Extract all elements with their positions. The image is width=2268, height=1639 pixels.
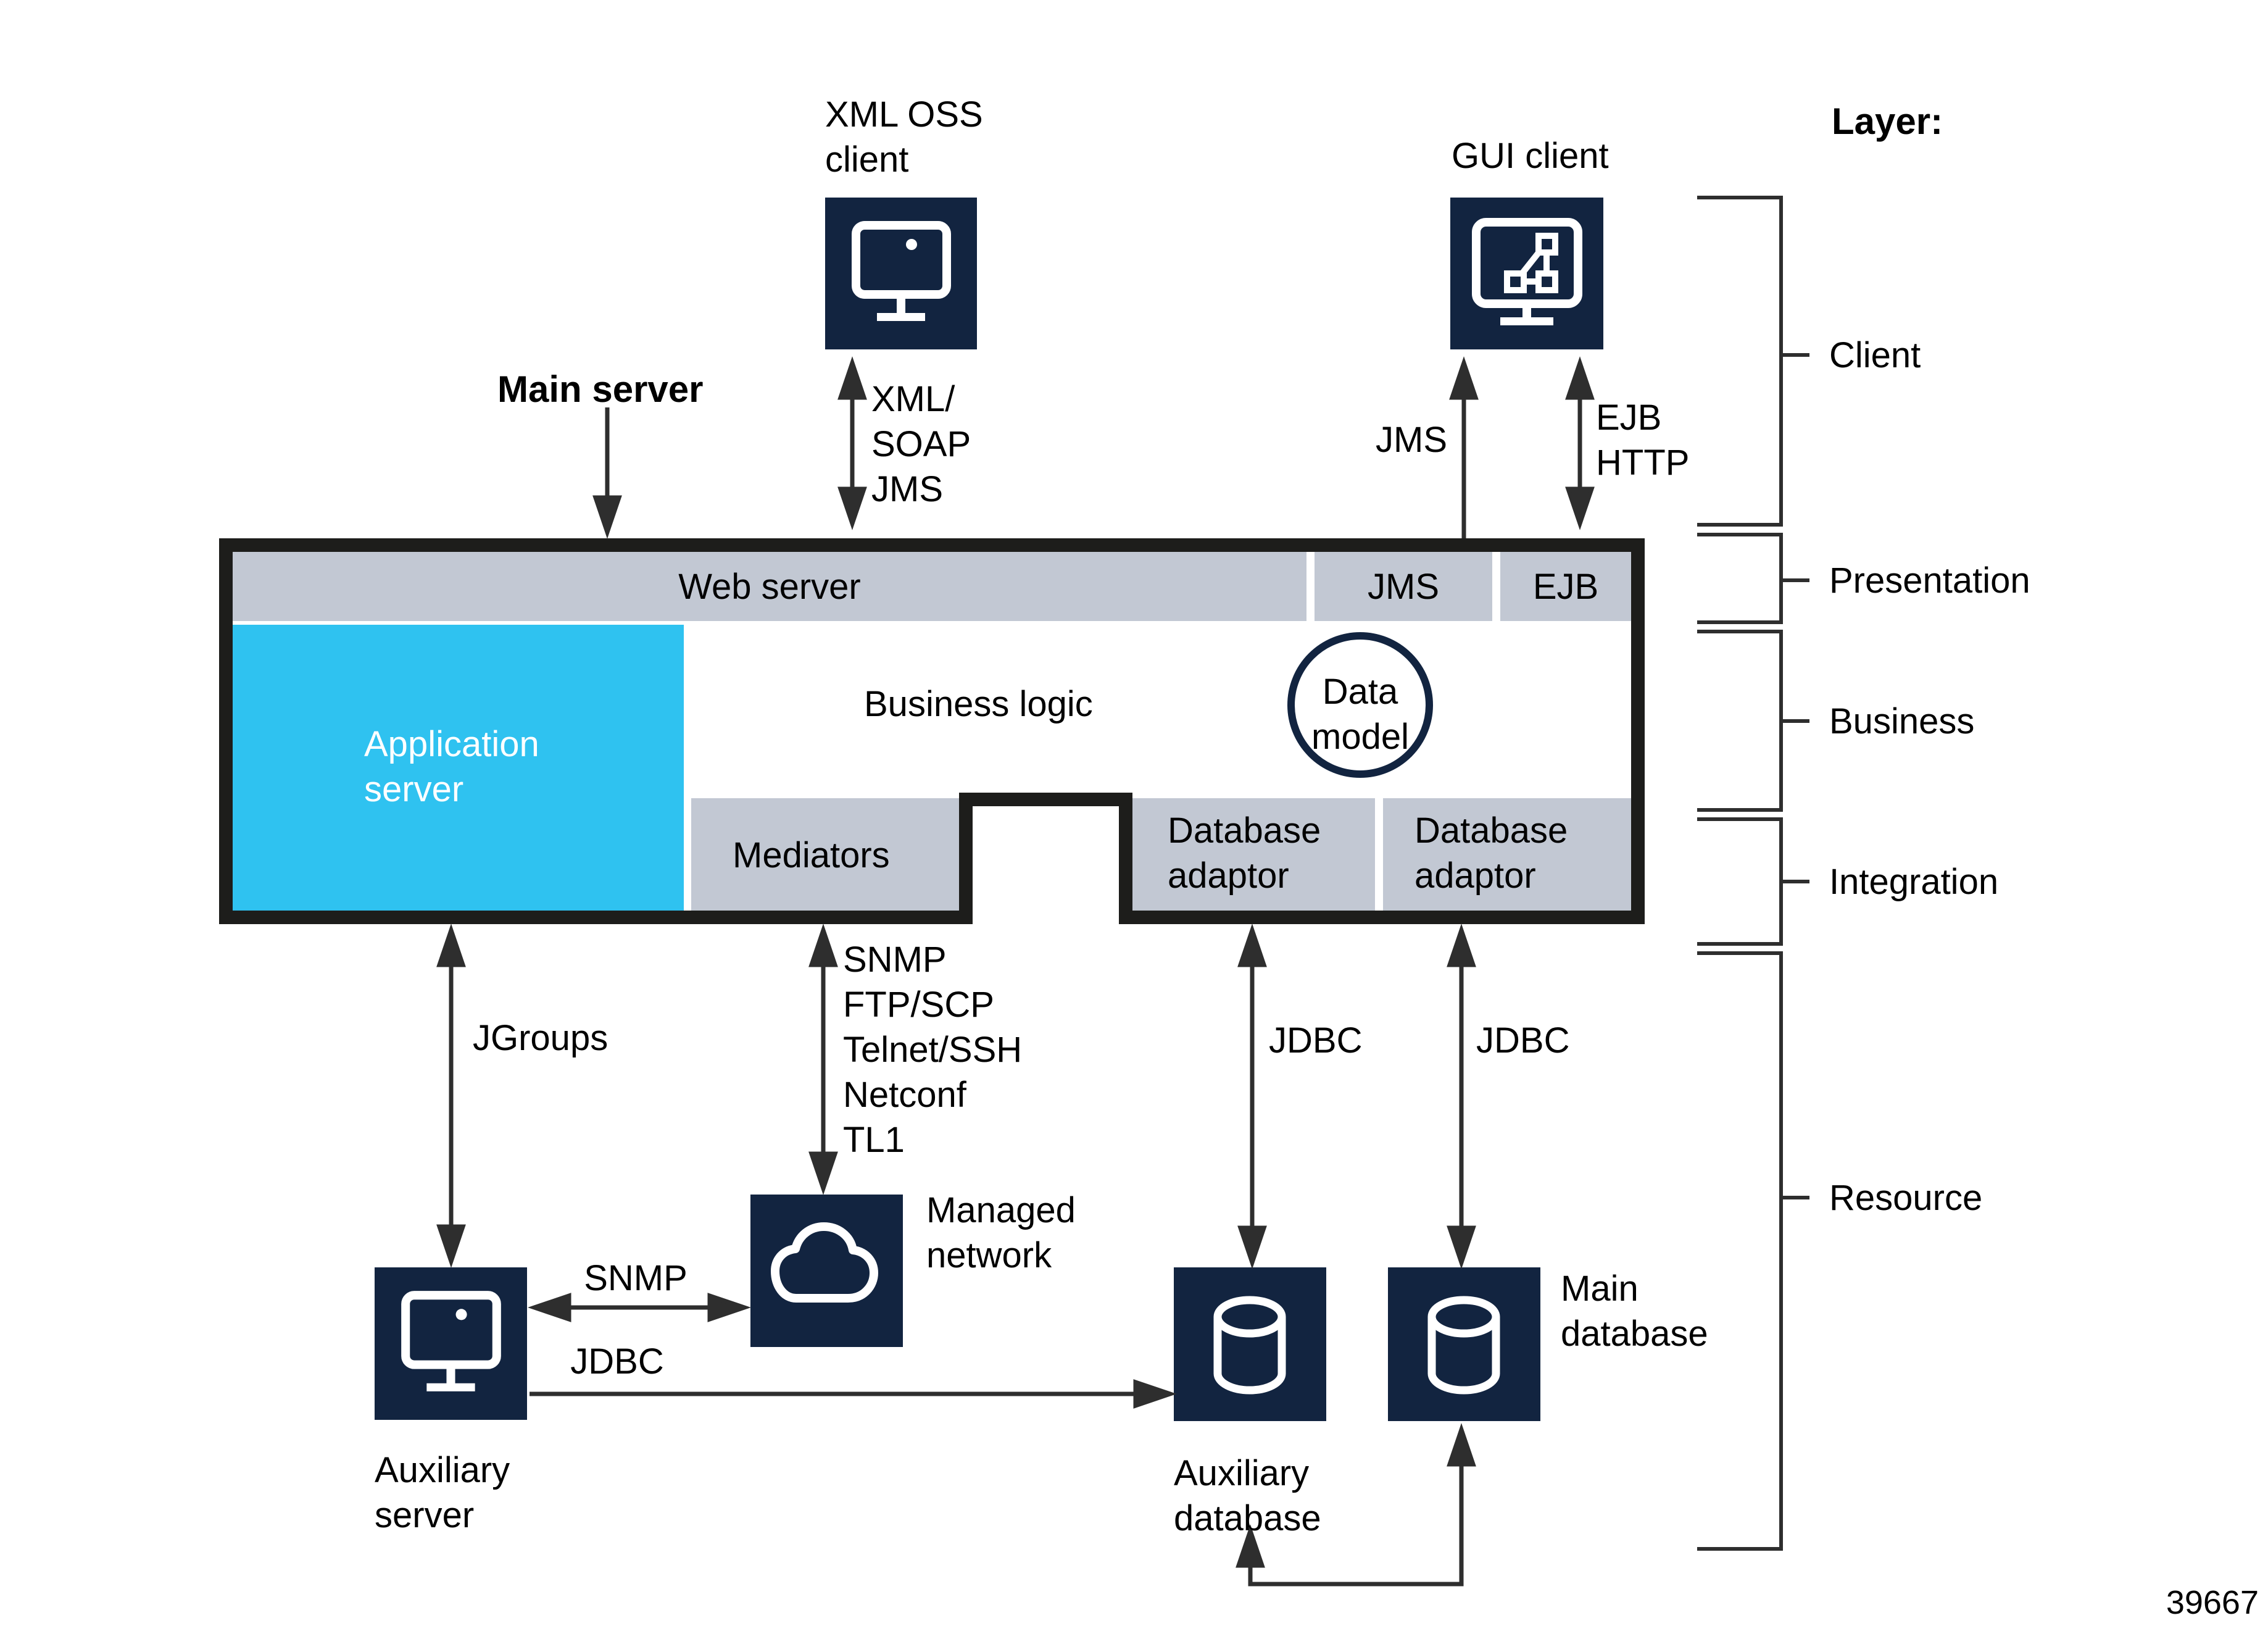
data-model-label: Data model	[1311, 672, 1409, 757]
database-icon	[1213, 1296, 1286, 1395]
main-server-label: Main server	[497, 369, 704, 410]
ejb-segment-box	[1500, 552, 1631, 621]
jms-label: JMS	[1376, 420, 1447, 460]
jdbc-horizontal-label: JDBC	[570, 1341, 664, 1382]
ejb-http-label: EJB HTTP	[1596, 398, 1690, 483]
integration-bracket	[1697, 817, 1809, 946]
gui-monitor-icon	[1472, 218, 1582, 325]
application-server-box	[233, 625, 684, 911]
xml-oss-client-tile	[825, 198, 977, 349]
layer-client: Client	[1829, 335, 1921, 375]
xml-oss-client-label: XML OSS client	[825, 94, 983, 180]
auxiliary-server-label: Auxiliary server	[375, 1450, 510, 1535]
database-sync-connector	[1248, 1463, 1464, 1587]
snmp-stack-label: SNMP FTP/SCP Telnet/SSH Netconf TL1	[843, 940, 1023, 1160]
xml-soap-jms-label: XML/ SOAP JMS	[871, 379, 971, 509]
main-database-label: Main database	[1561, 1269, 1708, 1354]
monitor-icon	[401, 1291, 501, 1391]
jgroups-label: JGroups	[473, 1018, 609, 1058]
monitor-icon	[852, 221, 951, 321]
presentation-bracket	[1697, 533, 1809, 624]
ejb-segment-label: EJB	[1532, 567, 1599, 607]
layer-integration: Integration	[1829, 862, 1999, 902]
jdbc-left-label: JDBC	[1269, 1020, 1363, 1061]
cloud-icon	[771, 1222, 878, 1303]
database-icon	[1427, 1296, 1500, 1395]
layer-business: Business	[1829, 701, 1975, 741]
jms-segment-label: JMS	[1368, 567, 1439, 607]
snmp-horizontal-label: SNMP	[584, 1258, 687, 1298]
jdbc-right-label: JDBC	[1476, 1020, 1570, 1061]
figure-number: 39667	[2166, 1584, 2259, 1621]
resource-bracket	[1697, 951, 1809, 1551]
database-adaptor-2-box	[1383, 798, 1631, 911]
layer-resource: Resource	[1829, 1178, 1983, 1218]
business-bracket	[1697, 630, 1809, 812]
mediators-box	[691, 798, 959, 911]
layer-title: Layer:	[1832, 101, 1943, 142]
database-adaptor-2-label: Database adaptor	[1414, 811, 1568, 896]
web-server-label: Web server	[678, 567, 861, 607]
auxiliary-database-tile	[1174, 1267, 1326, 1421]
web-server-bar	[233, 552, 1306, 621]
auxiliary-database-label: Auxiliary database	[1174, 1453, 1321, 1538]
application-server-label: Application server	[364, 724, 539, 809]
jms-segment-box	[1315, 552, 1492, 621]
gui-client-tile	[1450, 198, 1603, 349]
database-adaptor-1-box	[1132, 798, 1375, 911]
managed-network-label: Managed network	[926, 1190, 1076, 1275]
business-logic-label: Business logic	[864, 684, 1093, 724]
data-model-circle	[1287, 632, 1433, 778]
auxiliary-server-tile	[375, 1267, 527, 1420]
managed-network-tile	[750, 1195, 903, 1347]
server-box-border	[219, 538, 1645, 924]
database-adaptor-1-label: Database adaptor	[1168, 811, 1321, 896]
main-database-tile	[1388, 1267, 1540, 1421]
layer-presentation: Presentation	[1829, 561, 2030, 601]
gui-client-label: GUI client	[1452, 136, 1609, 176]
mediators-label: Mediators	[733, 835, 890, 875]
client-bracket	[1697, 196, 1809, 527]
